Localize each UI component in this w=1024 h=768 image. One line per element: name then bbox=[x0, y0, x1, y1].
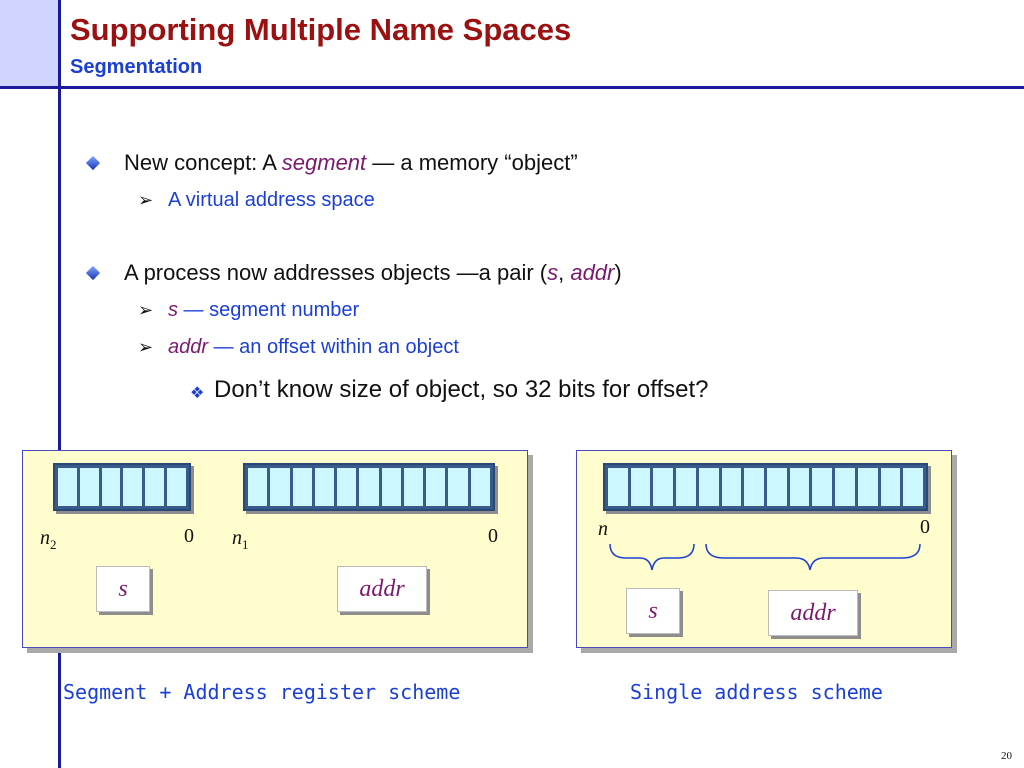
register-cell bbox=[698, 468, 719, 506]
bullet-2-sep: , bbox=[558, 260, 571, 285]
register-cell bbox=[167, 468, 186, 506]
register-cell bbox=[79, 468, 99, 506]
register-cell bbox=[653, 468, 674, 506]
register-cell bbox=[903, 468, 924, 506]
bullet-2-sub-2-term: addr bbox=[168, 336, 209, 358]
bullet-1-term: segment bbox=[281, 150, 367, 175]
field-addr-box: addr bbox=[337, 566, 427, 612]
bullet-2-sub-2-text: — an offset within an object bbox=[208, 336, 459, 358]
brace-s-icon bbox=[609, 543, 695, 571]
register-cell bbox=[314, 468, 335, 506]
brace-addr-icon bbox=[705, 543, 921, 571]
field-s-box: s bbox=[96, 566, 150, 612]
register-cell bbox=[676, 468, 696, 506]
arrow-bullet-icon: ➢ bbox=[138, 300, 154, 321]
caption-single-address: Single address scheme bbox=[630, 680, 883, 704]
register-cell bbox=[880, 468, 901, 506]
register-cell bbox=[744, 468, 765, 506]
register-cell bbox=[145, 468, 165, 506]
register-cell bbox=[448, 468, 468, 506]
page-number: 20 bbox=[1001, 750, 1012, 762]
bullet-2-sub-1-term: s bbox=[168, 299, 178, 321]
register-cell bbox=[630, 468, 651, 506]
register-cell bbox=[721, 468, 742, 506]
corner-decoration bbox=[0, 0, 61, 89]
single-address-register bbox=[603, 463, 928, 511]
header-rule bbox=[0, 86, 1024, 89]
bullet-2-term-s: s bbox=[547, 260, 559, 285]
bullet-diamond-icon bbox=[85, 265, 101, 281]
zero-label: 0 bbox=[920, 516, 930, 538]
bullet-2-subsub: Don’t know size of object, so 32 bits fo… bbox=[214, 376, 709, 403]
brace-lines bbox=[609, 543, 921, 571]
bullet-2-prefix: A process now addresses objects —a pair … bbox=[124, 260, 548, 285]
bullet-1-prefix: New concept: A bbox=[124, 150, 282, 175]
zero-label-left: 0 bbox=[184, 525, 194, 547]
bullet-2-term-addr: addr bbox=[570, 260, 615, 285]
bullet-1: New concept: A segment — a memory “objec… bbox=[124, 150, 578, 176]
register-cell bbox=[789, 468, 810, 506]
register-cell bbox=[470, 468, 490, 506]
register-cell bbox=[58, 468, 77, 506]
register-cell bbox=[337, 468, 357, 506]
bullet-1-sub-1: A virtual address space bbox=[168, 189, 375, 211]
bullet-2-sub-1-text: — segment number bbox=[178, 299, 360, 321]
n-label: n bbox=[598, 518, 608, 540]
register-cell bbox=[123, 468, 143, 506]
register-cell bbox=[359, 468, 379, 506]
caption-segment-address: Segment + Address register scheme bbox=[63, 680, 461, 704]
register-cell bbox=[767, 468, 787, 506]
field-addr-box: addr bbox=[768, 590, 858, 636]
arrow-bullet-icon: ➢ bbox=[138, 190, 154, 211]
register-cell bbox=[292, 468, 312, 506]
register-cell bbox=[812, 468, 833, 506]
star-bullet-icon: ❖ bbox=[190, 383, 205, 402]
zero-label-right: 0 bbox=[488, 525, 498, 547]
segment-register bbox=[53, 463, 191, 511]
register-cell bbox=[101, 468, 121, 506]
bullet-1-suffix: — a memory “object” bbox=[366, 150, 578, 175]
register-cell bbox=[608, 468, 628, 506]
slide-title: Supporting Multiple Name Spaces bbox=[70, 12, 572, 47]
arrow-bullet-icon: ➢ bbox=[138, 337, 154, 358]
slide-subtitle: Segmentation bbox=[70, 56, 203, 78]
register-cell bbox=[426, 468, 446, 506]
bullet-2-sub-1: s — segment number bbox=[168, 299, 359, 322]
field-s-box: s bbox=[626, 588, 680, 634]
address-register bbox=[243, 463, 495, 511]
n2-label: n2 bbox=[40, 527, 57, 552]
register-cell bbox=[403, 468, 424, 506]
bullet-diamond-icon bbox=[85, 155, 101, 171]
register-cell bbox=[381, 468, 401, 506]
bullet-2-suffix: ) bbox=[614, 260, 622, 285]
register-cell bbox=[857, 468, 878, 506]
register-cell bbox=[248, 468, 268, 506]
left-rule bbox=[58, 0, 61, 768]
bullet-2: A process now addresses objects —a pair … bbox=[124, 260, 622, 286]
register-cell bbox=[835, 468, 855, 506]
bullet-2-sub-2: addr — an offset within an object bbox=[168, 336, 459, 359]
n1-label: n1 bbox=[232, 527, 249, 552]
register-cell bbox=[270, 468, 290, 506]
